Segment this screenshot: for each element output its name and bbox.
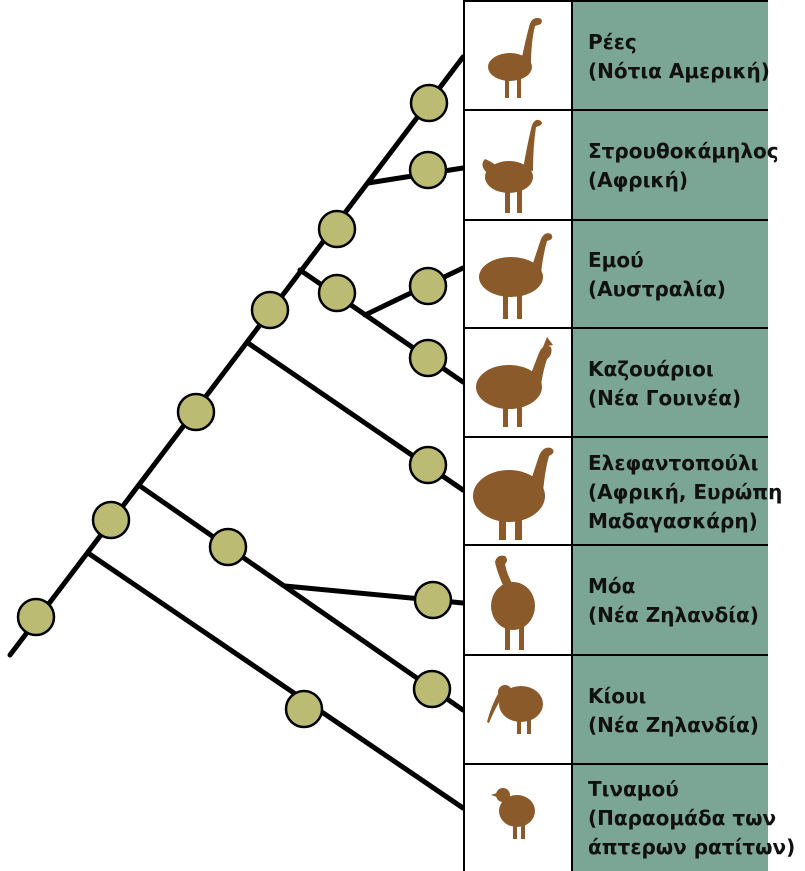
- taxon-region: (Νότια Αμερική): [588, 57, 770, 86]
- elephant-bird-silhouette-icon: [465, 438, 571, 546]
- taxon-region: (Νέα Ζηλανδία): [588, 711, 759, 740]
- kiwi-silhouette-icon: [465, 656, 571, 765]
- tree-node: [319, 211, 355, 247]
- taxa-table: Ρέες (Νότια Αμερική) Στρουθοκάμηλος (Αφρ…: [463, 0, 768, 871]
- taxon-label: Τιναμού (Παραομάδα των άπτερων ρατίτων): [588, 765, 795, 871]
- taxon-row: Ρέες (Νότια Αμερική): [465, 0, 768, 111]
- taxon-label: Καζουάριοι (Νέα Γουινέα): [588, 329, 741, 438]
- taxon-name: Κίουι: [588, 682, 759, 711]
- taxon-row: Κίουι (Νέα Ζηλανδία): [465, 654, 768, 765]
- tree-node: [93, 502, 129, 538]
- tree-node: [410, 268, 446, 304]
- tree-node: [210, 529, 246, 565]
- taxon-name: Εμού: [588, 246, 726, 275]
- tree-node: [410, 447, 446, 483]
- taxon-name: Μόα: [588, 572, 759, 601]
- tree-node: [414, 671, 450, 707]
- taxon-name: Ρέες: [588, 28, 770, 57]
- tree-node: [178, 394, 214, 430]
- taxon-label: Εμού (Αυστραλία): [588, 221, 726, 329]
- taxon-label: Ρέες (Νότια Αμερική): [588, 2, 770, 111]
- taxon-name: Καζουάριοι: [588, 355, 741, 384]
- taxon-row: Καζουάριοι (Νέα Γουινέα): [465, 327, 768, 438]
- taxon-name: Στρουθοκάμηλος: [588, 137, 779, 166]
- rhea-silhouette-icon: [465, 2, 571, 111]
- emu-silhouette-icon: [465, 221, 571, 329]
- taxon-picture: [465, 221, 573, 329]
- taxon-label: Ελεφαντοπούλι (Αφρική, Ευρώπη Μαδαγασκάρ…: [588, 438, 782, 546]
- taxon-region: (Παραομάδα των: [588, 804, 795, 833]
- taxon-region: (Αφρική): [588, 166, 779, 195]
- taxon-picture: [465, 656, 573, 765]
- taxon-name: Ελεφαντοπούλι: [588, 449, 782, 478]
- taxon-picture: [465, 2, 573, 111]
- taxon-region: (Αφρική, Ευρώπη: [588, 478, 782, 507]
- phylogenetic-tree: [0, 0, 470, 871]
- taxon-picture: [465, 546, 573, 656]
- taxon-label: Κίουι (Νέα Ζηλανδία): [588, 656, 759, 765]
- taxon-row: Τιναμού (Παραομάδα των άπτερων ρατίτων): [465, 763, 768, 871]
- taxon-picture: [465, 111, 573, 221]
- taxon-label: Στρουθοκάμηλος (Αφρική): [588, 111, 779, 221]
- tree-node: [410, 152, 446, 188]
- tree-node: [410, 340, 446, 376]
- taxon-row: Στρουθοκάμηλος (Αφρική): [465, 109, 768, 221]
- tree-node: [252, 292, 288, 328]
- taxon-region-extra: Μαδαγασκάρη): [588, 507, 782, 536]
- tree-branch: [88, 553, 463, 808]
- tree-node: [319, 275, 355, 311]
- tree-node: [286, 691, 322, 727]
- taxon-name: Τιναμού: [588, 775, 795, 804]
- taxon-region: (Αυστραλία): [588, 275, 726, 304]
- cassowary-silhouette-icon: [465, 329, 571, 438]
- moa-silhouette-icon: [465, 546, 571, 656]
- tinamou-silhouette-icon: [465, 765, 571, 871]
- taxon-row: Εμού (Αυστραλία): [465, 219, 768, 329]
- taxon-picture: [465, 438, 573, 546]
- tree-branch: [10, 57, 463, 655]
- taxon-label: Μόα (Νέα Ζηλανδία): [588, 546, 759, 656]
- tree-node: [415, 582, 451, 618]
- tree-node: [18, 599, 54, 635]
- ostrich-silhouette-icon: [465, 111, 571, 221]
- taxon-picture: [465, 765, 573, 871]
- taxon-region: (Νέα Γουινέα): [588, 384, 741, 413]
- taxon-row: Μόα (Νέα Ζηλανδία): [465, 544, 768, 656]
- taxon-picture: [465, 329, 573, 438]
- tree-node: [411, 85, 447, 121]
- taxon-region: (Νέα Ζηλανδία): [588, 601, 759, 630]
- taxon-row: Ελεφαντοπούλι (Αφρική, Ευρώπη Μαδαγασκάρ…: [465, 436, 768, 546]
- taxon-region-extra: άπτερων ρατίτων): [588, 833, 795, 862]
